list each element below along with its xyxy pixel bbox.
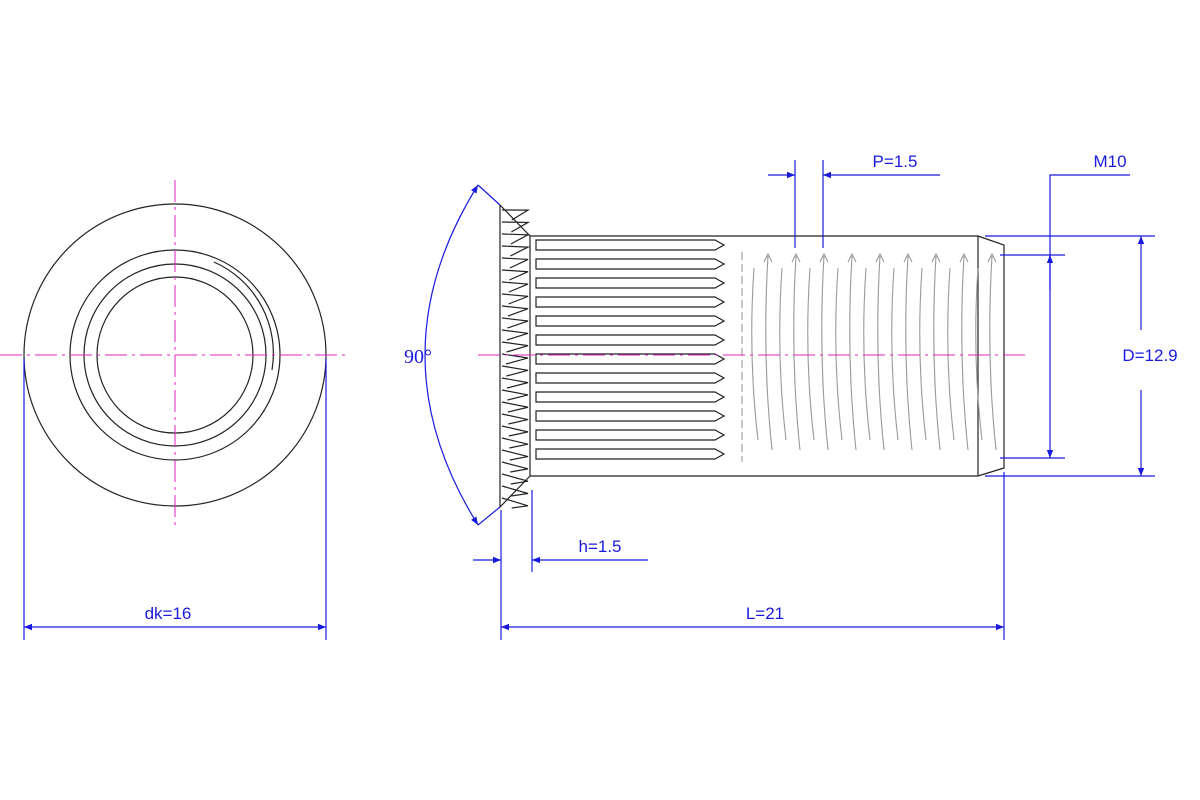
thread-crest bbox=[877, 255, 885, 451]
head-knurl-tooth bbox=[501, 257, 529, 269]
dk-label: dk=16 bbox=[145, 604, 192, 623]
body-knurl-ribs bbox=[535, 239, 726, 460]
knurl-rib bbox=[535, 353, 726, 365]
head-knurl-tooth bbox=[501, 353, 529, 365]
knurl-rib bbox=[535, 448, 726, 460]
head-knurl-tooth bbox=[501, 473, 529, 485]
knurl-rib bbox=[535, 429, 726, 441]
thread-tip bbox=[791, 252, 801, 263]
thread-root bbox=[919, 267, 927, 441]
thread-crest bbox=[793, 255, 801, 451]
knurl-rib bbox=[535, 391, 726, 403]
thread-tip bbox=[959, 252, 969, 263]
thread-tip bbox=[875, 252, 885, 263]
side-view: 90° P=1.5 M10 D=12.9 h=1.5 L=21 bbox=[404, 152, 1178, 640]
angle-extension-bottom bbox=[477, 506, 501, 526]
internal-thread bbox=[751, 252, 997, 451]
thread-crest bbox=[933, 255, 941, 451]
head-knurl-tooth bbox=[501, 341, 529, 353]
thread-tip bbox=[763, 252, 773, 263]
head-knurl-tooth bbox=[501, 233, 531, 245]
knurl-rib bbox=[535, 239, 726, 251]
thread-crest bbox=[989, 255, 997, 451]
head-knurl-tooth bbox=[501, 305, 529, 317]
knurl-rib bbox=[535, 296, 726, 308]
thread-crest bbox=[849, 255, 857, 451]
head-knurl-tooth bbox=[501, 293, 529, 305]
thread-tip bbox=[931, 252, 941, 263]
thread-root bbox=[891, 267, 899, 441]
knurl-rib bbox=[535, 410, 726, 422]
thread-root bbox=[807, 267, 815, 441]
head-knurl-tooth bbox=[501, 401, 529, 413]
head-knurl-tooth bbox=[501, 485, 529, 497]
thread-root bbox=[975, 267, 983, 441]
thread-root bbox=[751, 267, 759, 441]
head-knurl-tooth bbox=[501, 329, 529, 341]
thread-crest bbox=[905, 255, 913, 451]
angle-extension-top bbox=[477, 184, 501, 206]
knurl-rib bbox=[535, 277, 726, 289]
knurl-rib bbox=[535, 258, 726, 270]
head-knurl-tooth bbox=[501, 497, 529, 509]
thread-root bbox=[835, 267, 843, 441]
length-label: L=21 bbox=[746, 604, 784, 623]
thread-root bbox=[779, 267, 787, 441]
head-knurl-tooth bbox=[501, 365, 529, 377]
diameter-label: D=12.9 bbox=[1122, 346, 1177, 365]
head-height-label: h=1.5 bbox=[578, 537, 621, 556]
knurl-rib bbox=[535, 315, 726, 327]
angle-label: 90° bbox=[404, 346, 432, 368]
thread-root bbox=[947, 267, 955, 441]
thread-root bbox=[863, 267, 871, 441]
head-knurl-tooth bbox=[501, 245, 531, 257]
head-knurl-tooth bbox=[501, 425, 529, 437]
thread-tip bbox=[903, 252, 913, 263]
head-knurl-tooth bbox=[501, 269, 529, 281]
thread-crest bbox=[821, 255, 829, 451]
head-knurl-tooth bbox=[501, 389, 529, 401]
knurl-rib bbox=[535, 372, 726, 384]
pitch-label: P=1.5 bbox=[873, 152, 918, 171]
thread-crest bbox=[961, 255, 969, 451]
head-knurl-tooth bbox=[501, 209, 531, 221]
head-knurl-tooth bbox=[501, 461, 529, 473]
thread-crest bbox=[765, 255, 773, 451]
head-knurl-tooth bbox=[501, 281, 529, 293]
thread-tip bbox=[847, 252, 857, 263]
head-knurl-tooth bbox=[501, 413, 529, 425]
thread-label: M10 bbox=[1093, 152, 1126, 171]
thread-tip bbox=[987, 252, 997, 263]
angle-arc bbox=[424, 184, 479, 526]
head-knurl-tooth bbox=[501, 377, 529, 389]
thread-arc bbox=[213, 261, 274, 371]
head-knurl-tooth bbox=[501, 449, 529, 461]
m10-leader bbox=[1049, 174, 1130, 258]
head-knurl-tooth bbox=[501, 221, 531, 233]
front-view: dk=16 bbox=[0, 180, 345, 640]
body-outline bbox=[530, 235, 1005, 477]
head-knurl-tooth bbox=[501, 317, 529, 329]
thread-tip bbox=[819, 252, 829, 263]
head-knurl bbox=[501, 209, 531, 509]
knurl-rib bbox=[535, 334, 726, 346]
head-knurl-tooth bbox=[501, 437, 529, 449]
